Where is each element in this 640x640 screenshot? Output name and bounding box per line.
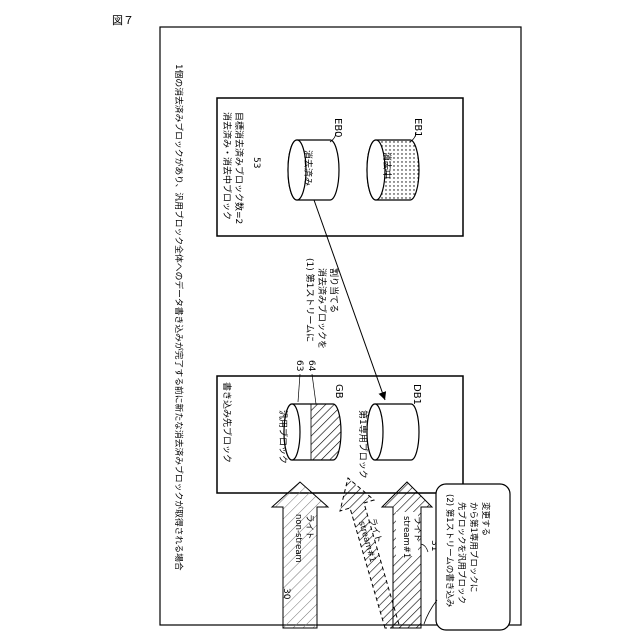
db1-text: 第1専用ブロック xyxy=(357,410,369,479)
db1-label: DB1 xyxy=(411,384,422,405)
free-pool-ref: 53 xyxy=(251,157,261,168)
svg-text:消去済みブロックを: 消去済みブロックを xyxy=(316,268,328,349)
nonstream-line1: non-stream xyxy=(293,514,303,563)
nonstream-ref: 30 xyxy=(281,588,291,600)
eb1-label: EB1 xyxy=(412,118,423,138)
svg-text:から第1専用ブロックに: から第1専用ブロックに xyxy=(468,502,479,592)
gb-ref-64: 64 xyxy=(306,360,316,372)
svg-text:(2) 第1ストリームの書き込み: (2) 第1ストリームの書き込み xyxy=(444,494,455,608)
heading: 1個の消去済みブロックがあり、汎用ブロック全体へのデータ書き込みが完了する前に新… xyxy=(173,64,185,571)
gb-ref-63: 63 xyxy=(294,360,304,371)
eb0-text: 消去済み xyxy=(302,150,314,186)
eb0-cylinder xyxy=(288,140,339,200)
svg-text:(1) 第1ストリームに: (1) 第1ストリームに xyxy=(304,258,316,342)
gb-label: GB xyxy=(333,384,344,399)
stream-line1: stream#1 xyxy=(401,516,411,558)
write-dest-title: 書き込み先ブロック xyxy=(221,382,233,463)
step1-text: (1) 第1ストリームに 消去済みブロックを 割り当てる xyxy=(304,258,340,349)
svg-text:先ブロックを汎用ブロック: 先ブロックを汎用ブロック xyxy=(456,502,467,604)
free-pool-title: 消去済み・消去中ブロック xyxy=(221,112,233,220)
eb1-text: 消去中 xyxy=(381,152,393,179)
gb-text: 汎用ブロック xyxy=(277,410,289,464)
free-pool-target: 目標消去済みブロック数=2 xyxy=(233,112,245,224)
eb1-cylinder xyxy=(367,140,419,200)
stream-line2: ライト xyxy=(412,516,422,542)
svg-text:割り当てる: 割り当てる xyxy=(328,268,340,313)
eb0-label: EB0 xyxy=(332,118,343,138)
svg-text:変更する: 変更する xyxy=(480,502,491,536)
db1-cylinder xyxy=(367,404,419,460)
gb-cylinder xyxy=(284,404,341,460)
nonstream-line2: ライト xyxy=(304,514,314,540)
